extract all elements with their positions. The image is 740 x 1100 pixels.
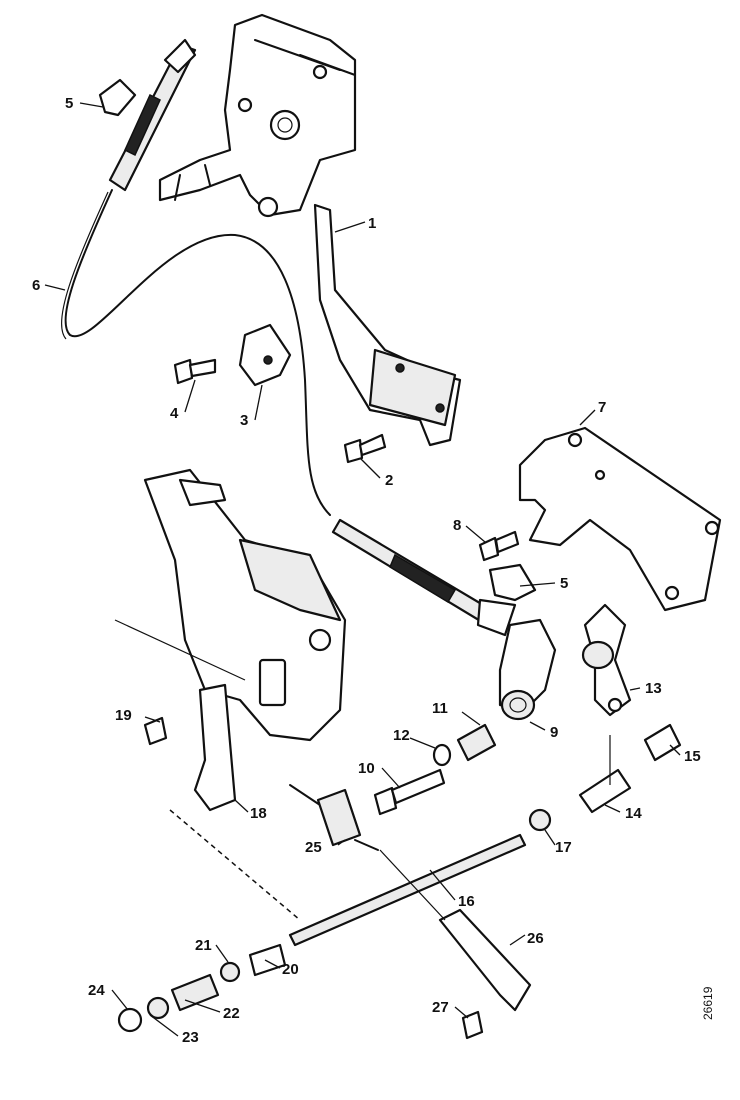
callout-15: 15 (684, 748, 701, 765)
callout-22: 22 (223, 1005, 240, 1022)
callout-12: 12 (393, 727, 410, 744)
spring-22 (170, 973, 220, 1012)
screw-2 (343, 433, 387, 464)
callout-9: 9 (550, 724, 558, 741)
lever-9 (498, 618, 557, 721)
callout-10: 10 (358, 760, 375, 777)
callout-17: 17 (555, 839, 572, 856)
nut-17 (528, 808, 552, 832)
control-rod (288, 833, 527, 947)
socket-15 (643, 723, 682, 762)
callout-11: 11 (432, 700, 448, 717)
return-spring (289, 784, 379, 851)
mounting-plate (518, 426, 722, 612)
throttle-lever (313, 203, 462, 447)
lower-cable-end (331, 518, 537, 637)
mounting-bracket (238, 323, 292, 387)
callout-5-lower: 5 (560, 575, 568, 592)
callout-24: 24 (88, 982, 105, 999)
bolt-27 (461, 1010, 484, 1040)
callout-20: 20 (282, 961, 299, 978)
callout-3: 3 (240, 412, 248, 429)
callout-19: 19 (115, 707, 132, 724)
injection-pump (143, 468, 347, 742)
washer-23 (146, 996, 170, 1020)
leader-lines (44, 102, 681, 1037)
callout-18: 18 (250, 805, 267, 822)
callout-16: 16 (458, 893, 475, 910)
callout-1: 1 (368, 215, 376, 232)
link-26 (438, 908, 532, 1012)
screw-19 (143, 716, 168, 746)
callout-labels: 1 2 3 4 5 5 6 7 8 9 10 11 12 13 14 15 16… (32, 95, 701, 1046)
pedal-bracket-assembly (158, 13, 357, 218)
sleeve-20 (248, 943, 287, 977)
screw-4 (173, 358, 217, 385)
callout-25: 25 (305, 839, 322, 856)
callout-8: 8 (453, 517, 461, 534)
callout-14: 14 (625, 805, 642, 822)
callout-26: 26 (527, 930, 544, 947)
upper-cable-end (98, 38, 197, 192)
callout-4: 4 (170, 405, 179, 422)
callout-6: 6 (32, 277, 40, 294)
washer-12 (432, 743, 452, 767)
bracket-18 (193, 683, 237, 812)
callout-2: 2 (385, 472, 393, 489)
cable-clip-upper (98, 78, 137, 117)
ball-joint-14 (578, 768, 632, 814)
callout-21: 21 (195, 937, 212, 954)
callout-13: 13 (645, 680, 662, 697)
throttle-cable (64, 189, 331, 516)
nut-24 (117, 1007, 143, 1033)
reference-number: 26619 (701, 986, 715, 1020)
rod-dashed-path (169, 809, 301, 921)
callout-7: 7 (598, 399, 606, 416)
bolt-10 (373, 768, 446, 816)
lever-13 (581, 603, 632, 717)
callout-5-upper: 5 (65, 95, 73, 112)
washer-21 (219, 961, 241, 983)
callout-27: 27 (432, 999, 449, 1016)
screw-8 (478, 530, 520, 562)
cable-clip-lower (488, 563, 537, 602)
callout-23: 23 (182, 1029, 199, 1046)
bushing-11 (456, 723, 497, 762)
